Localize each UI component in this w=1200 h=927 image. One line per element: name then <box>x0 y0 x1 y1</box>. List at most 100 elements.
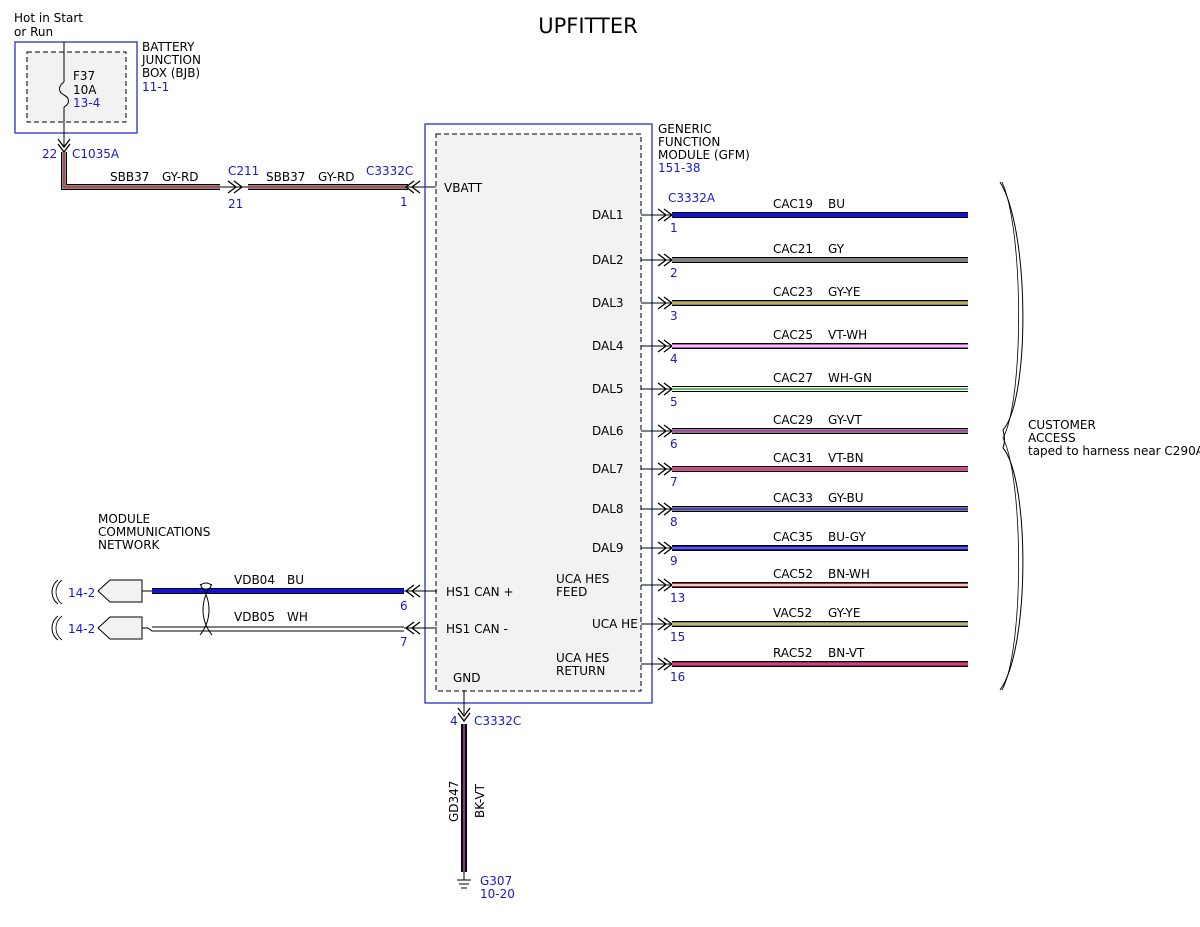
output-wire-color: GY-VT <box>828 413 862 427</box>
bjb-label-line3: BOX (BJB) <box>142 66 200 80</box>
can-hi-pin: 6 <box>400 599 408 613</box>
power-source-line1: Hot in Start <box>14 11 83 25</box>
can-lo-circuit: VDB05 <box>234 610 275 624</box>
output-circuit: CAC19 <box>773 197 813 211</box>
customer-access-line2: ACCESS <box>1028 431 1076 445</box>
power-source-line2: or Run <box>14 25 53 39</box>
fuse-icon <box>59 42 69 148</box>
ground-point-id: G307 <box>480 874 512 888</box>
connector-arrow-icon <box>404 180 421 194</box>
output-circuit: CAC25 <box>773 328 813 342</box>
can-hi-color: BU <box>287 573 304 587</box>
diagram-title: UPFITTER <box>538 14 637 38</box>
battery-junction-box <box>14 41 138 134</box>
output-wire-color: BU <box>828 197 845 211</box>
output-wire-color: VT-BN <box>828 451 864 465</box>
customer-access-line3: taped to harness near C290A <box>1028 444 1200 458</box>
output-pin-number: 8 <box>670 515 678 529</box>
feed-circuit-1: SBB37 <box>110 170 149 184</box>
fuse-page-ref: 13-4 <box>73 96 100 110</box>
output-circuit: CAC52 <box>773 567 813 581</box>
output-wire-color: GY-YE <box>828 285 860 299</box>
inline-connector-pin: 21 <box>228 197 243 211</box>
inline-connector-id: C211 <box>228 164 259 178</box>
gfm-pin-hs-can-minus: HS1 CAN - <box>446 622 508 636</box>
output-pin-number: 16 <box>670 670 685 684</box>
output-pin-number: 7 <box>670 475 678 489</box>
output-pin-number: 2 <box>670 266 678 280</box>
output-circuit: CAC35 <box>773 530 813 544</box>
output-wire-color: BN-WH <box>828 567 870 581</box>
twisted-pair-icon <box>199 582 213 636</box>
can-lo-pin: 7 <box>400 635 408 649</box>
ground-circuit: GD347 <box>447 781 461 822</box>
gfm-pin-label: DAL5 <box>592 382 624 396</box>
inline-connector-icon <box>227 180 244 194</box>
gfm-pin-vbatt: VBATT <box>444 181 483 195</box>
can-hi-connector-icon <box>97 579 143 603</box>
gfm-pin-label: UCA HES <box>556 651 609 665</box>
output-wire-color: BN-VT <box>828 646 865 660</box>
output-pin-number: 15 <box>670 630 685 644</box>
feed-circuit-2: SBB37 <box>266 170 305 184</box>
output-pin-number: 3 <box>670 309 678 323</box>
ground-connector-pin: 4 <box>450 714 458 728</box>
output-row: DAL8 8 CAC33 GY-BU <box>592 491 968 529</box>
gfm-pin-hs-can-plus: HS1 CAN + <box>446 585 514 599</box>
bjb-connector-id: C1035A <box>72 147 120 161</box>
output-circuit: CAC31 <box>773 451 813 465</box>
gfm-pin-label: DAL2 <box>592 253 624 267</box>
gfm-feed-pin: 1 <box>400 195 408 209</box>
output-circuit: RAC52 <box>773 646 813 660</box>
gfm-pin-label-line2: FEED <box>556 585 587 599</box>
gfm-label-line3: MODULE (GFM) <box>658 148 750 162</box>
gfm-pin-label: DAL1 <box>592 208 624 222</box>
network-label-line3: NETWORK <box>98 538 161 552</box>
gfm-page-ref: 151-38 <box>658 161 701 175</box>
output-wire-color: BU-GY <box>828 530 866 544</box>
gfm-pin-label: UCA HES <box>556 572 609 586</box>
output-circuit: CAC23 <box>773 285 813 299</box>
fuse-name: F37 <box>73 69 95 83</box>
gfm-pin-label: UCA HE <box>592 617 638 631</box>
output-wire-color: WH-GN <box>828 371 872 385</box>
output-wire-color: GY-BU <box>828 491 864 505</box>
gfm-feed-connector-id: C3332C <box>366 164 413 178</box>
bjb-connector-pin: 22 <box>42 147 57 161</box>
gfm-pin-label: DAL8 <box>592 502 624 516</box>
gfm-output-connector-id: C3332A <box>668 191 716 205</box>
connector-arrow-icon <box>457 707 471 723</box>
can-lo-color: WH <box>287 610 308 624</box>
gfm-pin-label-line2: RETURN <box>556 664 605 678</box>
gfm-pin-gnd: GND <box>453 671 481 685</box>
gfm-module <box>424 123 653 704</box>
can-hi-page-ref: 14-2 <box>68 586 95 600</box>
can-hi-circuit: VDB04 <box>234 573 275 587</box>
output-pin-number: 1 <box>670 221 678 235</box>
output-wire-color: GY-YE <box>828 606 860 620</box>
network-label-line1: MODULE <box>98 512 150 526</box>
can-lo-page-ref: 14-2 <box>68 622 95 636</box>
gfm-pin-label: DAL3 <box>592 296 624 310</box>
ground-color: BK-VT <box>473 783 487 818</box>
customer-access-line1: CUSTOMER <box>1028 418 1096 432</box>
output-circuit: CAC33 <box>773 491 813 505</box>
feed-color-2: GY-RD <box>318 170 355 184</box>
connector-arrow-icon <box>404 584 421 635</box>
output-wire-color: GY <box>828 242 845 256</box>
output-pin-number: 4 <box>670 352 678 366</box>
can-lo-connector-icon <box>97 616 143 640</box>
gfm-pin-label: DAL7 <box>592 462 624 476</box>
output-pin-number: 5 <box>670 395 678 409</box>
gfm-label-line2: FUNCTION <box>658 135 720 149</box>
output-row: DAL3 3 CAC23 GY-YE <box>592 285 968 323</box>
fuse-rating: 10A <box>73 83 97 97</box>
ground-icon <box>457 879 471 889</box>
